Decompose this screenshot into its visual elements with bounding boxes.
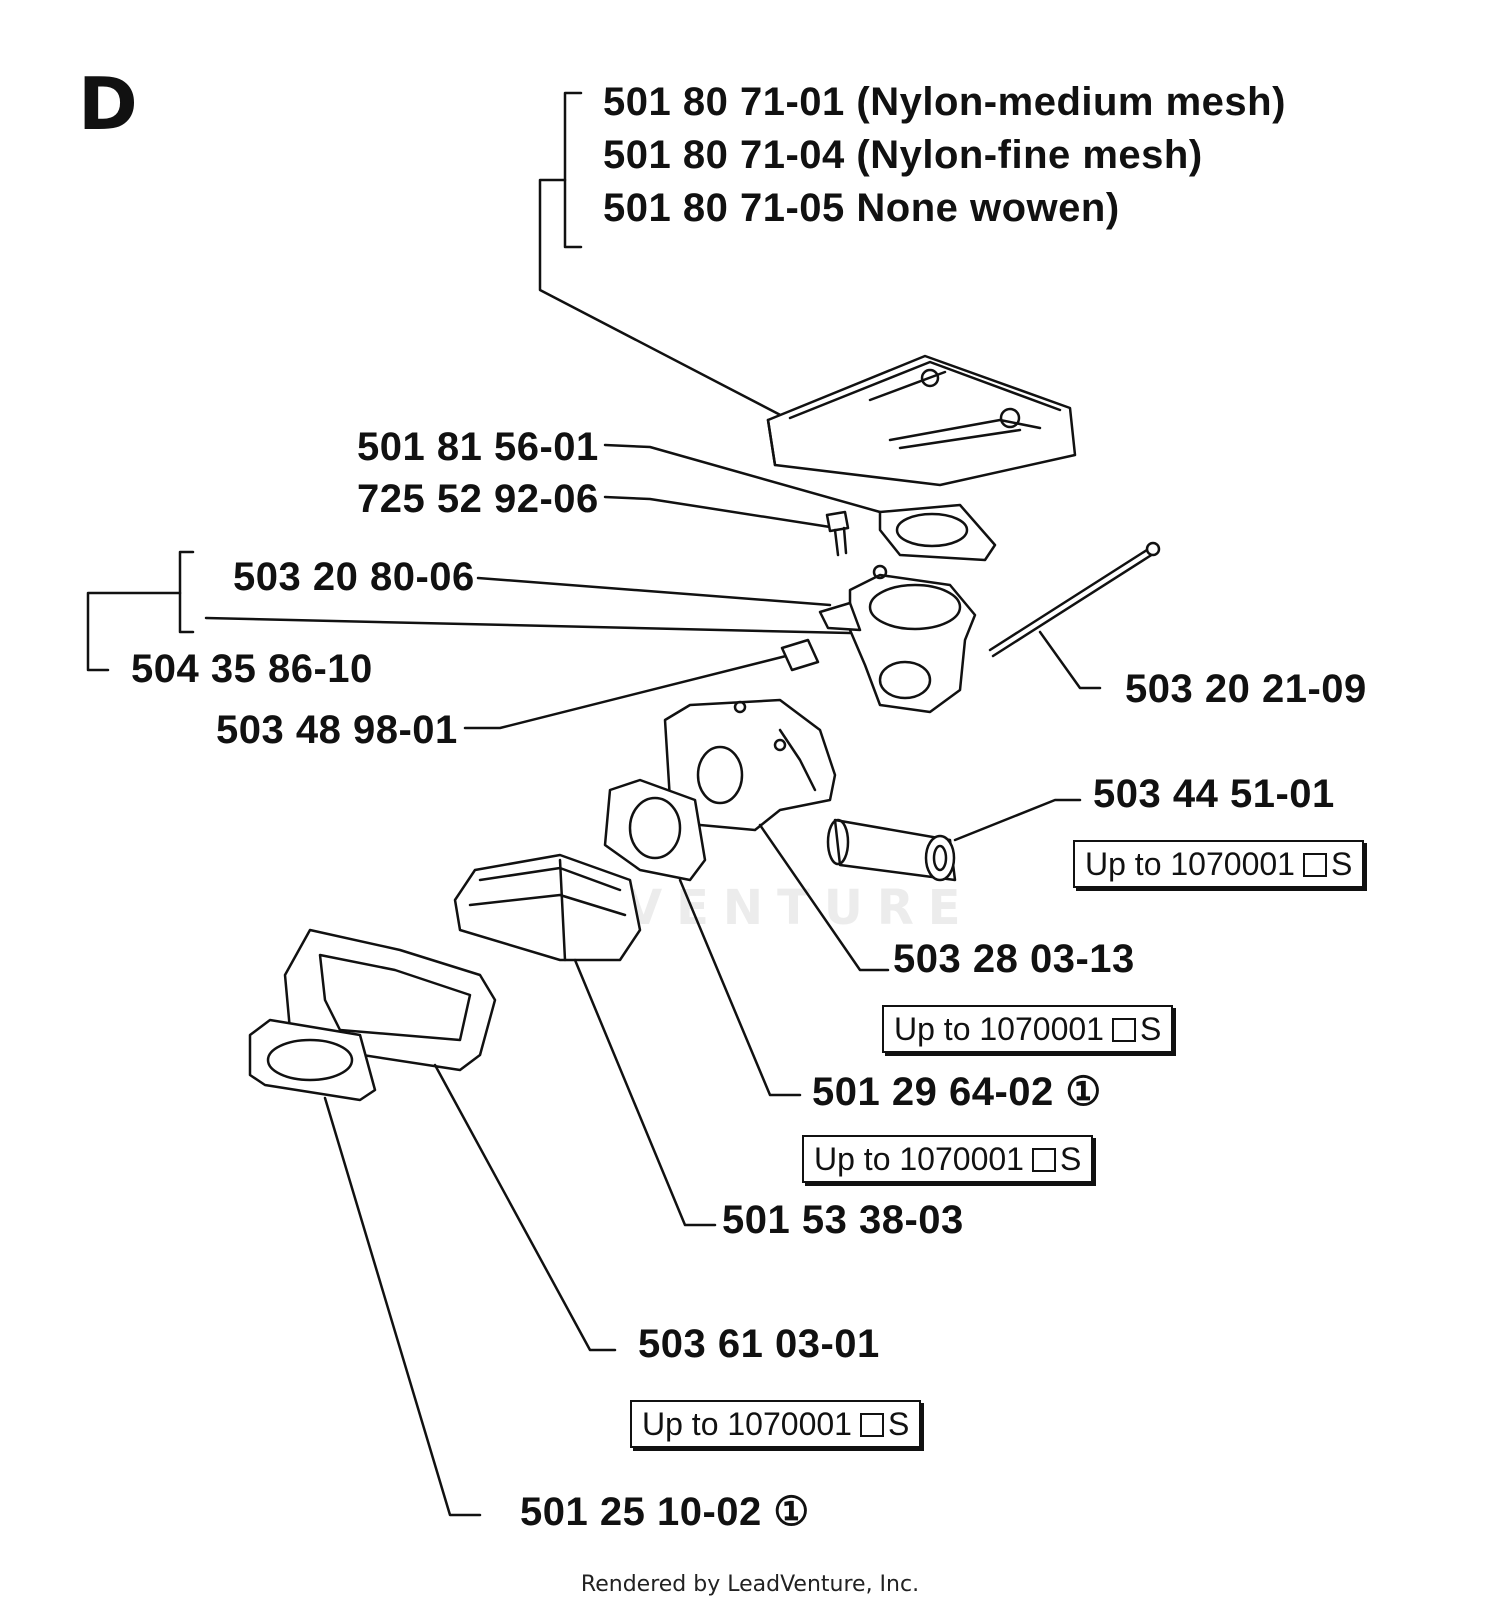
label-air-filter-medium: 501 80 71-01 (Nylon-medium mesh) [603, 80, 1286, 124]
air-filter-bracket [563, 91, 583, 249]
rod-drawing [988, 541, 1161, 690]
section-letter: D [78, 62, 138, 146]
checkbox-square-icon [1111, 1018, 1136, 1042]
nut-drawing [463, 638, 820, 730]
note-text: Up to 1070001 [1085, 846, 1295, 882]
gasket-top-drawing [878, 503, 997, 562]
carburetor-leader [758, 823, 890, 972]
label-air-filter-nonwoven: 501 80 71-05 None wowen) [603, 186, 1120, 230]
intake-boot-drawing [283, 928, 617, 1352]
screw-drawing [825, 510, 850, 557]
note-suffix: S [1059, 1141, 1082, 1177]
label-carburetor: 503 28 03-13 [893, 937, 1135, 981]
label-insulator: 501 53 38-03 [722, 1198, 964, 1242]
note-gasket-mid: Up to 1070001 S [802, 1135, 1094, 1183]
air-filter-drawing [766, 354, 1077, 487]
screw-leader [603, 495, 832, 529]
label-gasket-bottom: 501 25 10-02 ① [520, 1490, 810, 1534]
note-suffix: S [1330, 846, 1353, 882]
adapter-leader-1 [476, 576, 832, 607]
label-carb-valve: 503 44 51-01 [1093, 772, 1335, 816]
note-text: Up to 1070001 [894, 1011, 1104, 1047]
note-carburetor: Up to 1070001 S [882, 1005, 1174, 1053]
label-screw: 725 52 92-06 [357, 477, 599, 521]
note-text: Up to 1070001 [642, 1406, 852, 1442]
label-intake-boot: 503 61 03-01 [638, 1322, 880, 1366]
adapter-bracket [178, 550, 195, 634]
label-gasket-mid: 501 29 64-02 ① [812, 1070, 1102, 1114]
checkbox-square-icon [1302, 853, 1327, 877]
gasket-mid-drawing [603, 778, 802, 1097]
label-nut: 503 48 98-01 [216, 708, 458, 752]
footer-credit: Rendered by LeadVenture, Inc. [580, 1572, 920, 1597]
insulator-drawing [453, 853, 717, 1227]
adapter-drawing [818, 564, 977, 714]
label-gasket-top: 501 81 56-01 [357, 425, 599, 469]
note-text: Up to 1070001 [814, 1141, 1024, 1177]
note-carb-valve: Up to 1070001 S [1073, 840, 1365, 888]
checkbox-square-icon [859, 1413, 884, 1437]
label-adapter: 503 20 80-06 [233, 555, 475, 599]
adapter-kit-leader [86, 591, 182, 672]
checkbox-square-icon [1031, 1148, 1056, 1172]
label-adapter-kit: 504 35 86-10 [131, 647, 373, 691]
label-rod: 503 20 21-09 [1125, 667, 1367, 711]
adapter-leader-2 [204, 616, 852, 635]
note-suffix: S [1139, 1011, 1162, 1047]
gasket-top-leader [603, 443, 882, 514]
carb-valve-drawing [826, 798, 1082, 882]
note-intake-boot: Up to 1070001 S [630, 1400, 922, 1448]
label-air-filter-fine: 501 80 71-04 (Nylon-fine mesh) [603, 133, 1203, 177]
gasket-bottom-drawing [248, 1018, 482, 1517]
air-filter-leader [538, 178, 792, 422]
note-suffix: S [887, 1406, 910, 1442]
